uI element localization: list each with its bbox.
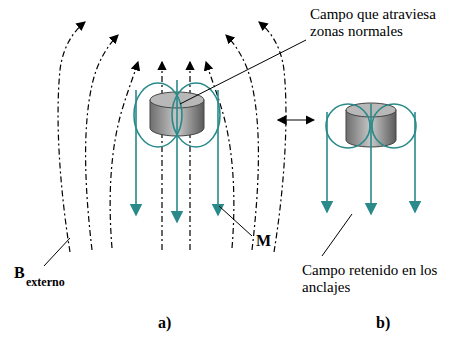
panel-label: a) — [158, 314, 188, 331]
callout-text: Campo que atraviesa zonas normales — [310, 6, 450, 40]
leader-lines — [44, 40, 352, 266]
panel-label: b) — [376, 314, 406, 331]
external-field-lines — [58, 22, 286, 252]
pinned-field-loops-b — [326, 104, 416, 214]
magnetization-symbol: M — [256, 232, 276, 249]
callout-text: Campo retenido en los anclajes — [302, 262, 452, 296]
field-subscript: externo — [26, 274, 86, 291]
magnetization-loops-a — [134, 80, 220, 222]
equivalence-arrow — [278, 116, 314, 124]
